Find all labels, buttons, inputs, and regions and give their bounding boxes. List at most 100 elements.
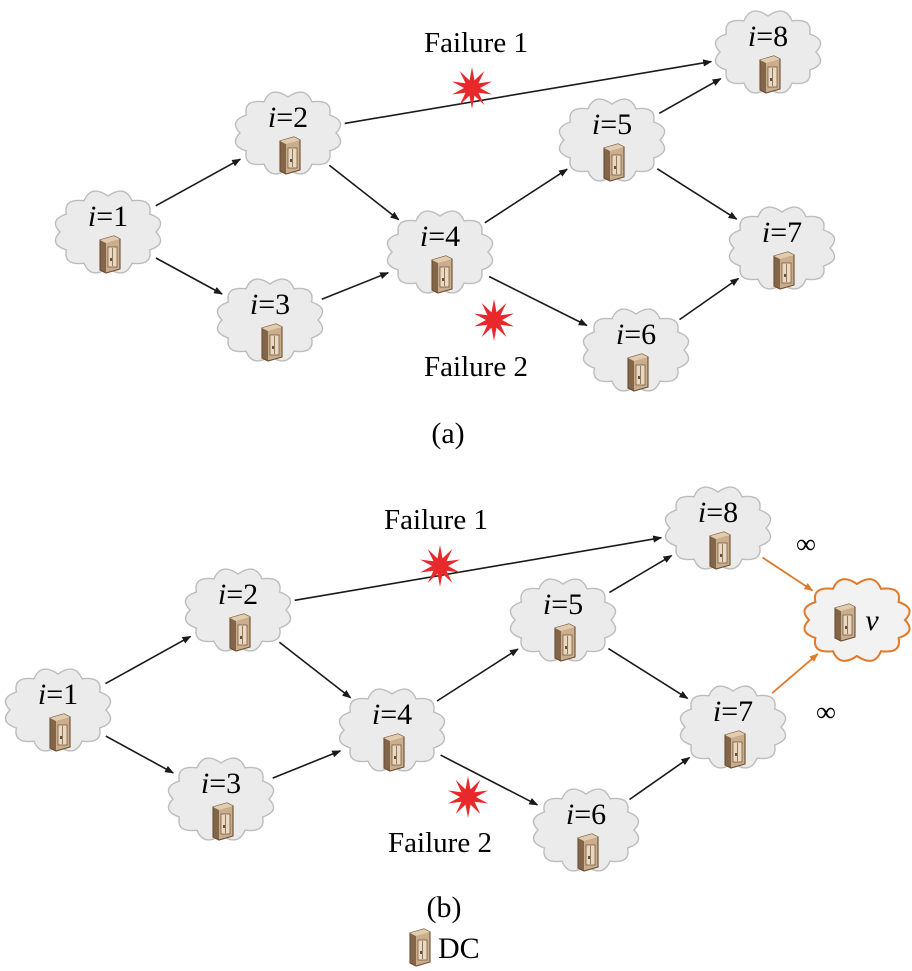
panel-b-failure-2-label: Failure 2 — [388, 827, 492, 859]
panel-a-failure-2-star-icon — [474, 299, 514, 341]
panel-b-server-icon-5 — [554, 623, 576, 662]
panel-a-node-label-1: i=1 — [88, 200, 128, 233]
panel-b-cloud-2 — [184, 568, 292, 652]
panel-b-node-6: i=6 — [532, 788, 640, 872]
panel-a-failure-2-label: Failure 2 — [424, 351, 528, 383]
panel-b-node-7: i=7 — [679, 685, 787, 769]
panel-b-edge-8-to-v — [762, 556, 814, 592]
panel-a-node-label-6: i=6 — [616, 318, 656, 351]
panel-a-server-icon-8 — [759, 55, 781, 94]
panel-b-edge-3-to-4 — [272, 750, 342, 779]
panel-a-cloud-4 — [386, 210, 494, 294]
panel-b-edge-6-to-7 — [629, 756, 691, 801]
panel-a-edge-5-to-7 — [656, 168, 738, 220]
panel-b-sink-server-icon — [834, 603, 856, 642]
panel-b-cloud-1 — [4, 668, 112, 752]
panel-a-cloud-7 — [728, 206, 836, 290]
panel-a-node-8: i=8 — [714, 10, 822, 94]
panel-b-edge-4-to-5 — [436, 648, 519, 702]
panel-b-node-8: i=8 — [664, 486, 772, 570]
panel-b-cloud-7 — [679, 685, 787, 769]
panel-a-cloud-2 — [234, 91, 342, 175]
panel-b-node-2: i=2 — [184, 568, 292, 652]
panel-a-node-label-5: i=5 — [592, 108, 632, 141]
panel-a-failure-1-star-icon — [452, 67, 492, 109]
failures-layer — [420, 67, 514, 818]
panel-b-edge-1-to-2 — [105, 635, 192, 685]
panel-b-server-icon-1 — [49, 713, 71, 752]
panel-a-cloud-3 — [216, 278, 324, 362]
panel-b-node-label-6: i=6 — [566, 798, 606, 831]
panel-a-server-icon-4 — [431, 255, 453, 294]
panel-a-edge-2-to-8 — [344, 59, 713, 125]
panel-b-capacity-label-8: ∞ — [796, 529, 816, 560]
panel-a-server-icon-7 — [773, 251, 795, 290]
panel-b-cloud-4 — [338, 688, 446, 772]
panel-b-failure-2-star-icon — [448, 776, 488, 818]
panel-a-node-5: i=5 — [558, 98, 666, 182]
legend-label: DC — [438, 932, 480, 965]
panel-a-edge-4-to-5 — [484, 168, 568, 224]
panel-a-edge-4-to-6 — [488, 275, 588, 327]
panel-a-node-2: i=2 — [234, 91, 342, 175]
panel-b-cloud-8 — [664, 486, 772, 570]
panel-b-edge-4-to-6 — [440, 754, 539, 806]
panel-b-edge-5-to-7 — [607, 647, 689, 700]
panel-a-node-4: i=4 — [386, 210, 494, 294]
panel-a-node-7: i=7 — [728, 206, 836, 290]
panel-a-node-label-2: i=2 — [268, 101, 308, 134]
panel-b-node-1: i=1 — [4, 668, 112, 752]
panel-a-server-icon-3 — [261, 323, 283, 362]
panel-b-server-icon-6 — [577, 833, 599, 872]
panel-a-cloud-6 — [582, 308, 690, 392]
panel-b-node-4: i=4 — [338, 688, 446, 772]
panel-a-server-icon-1 — [99, 235, 121, 274]
panel-b-failure-1-star-icon — [420, 545, 460, 587]
panel-a-node-3: i=3 — [216, 278, 324, 362]
panel-b-node-label-3: i=3 — [201, 767, 241, 800]
panel-b-cloud-3 — [167, 757, 275, 841]
panel-b-cloud-v — [803, 578, 911, 662]
panel-b-node-label-7: i=7 — [713, 695, 753, 728]
labels-layer: Failure 2 Failure 1 (a) Failure 2 Failure 1 ∞… — [384, 27, 836, 967]
legend-server-icon — [409, 928, 431, 967]
panel-a-edge-1-to-3 — [155, 257, 223, 295]
panel-a-edge-1-to-2 — [155, 158, 242, 207]
panel-b-failure-1-label: Failure 1 — [384, 504, 488, 536]
panel-a-cloud-5 — [558, 98, 666, 182]
panel-b-edge-7-to-v — [771, 653, 819, 694]
panel-b-capacity-label-7: ∞ — [816, 697, 836, 728]
panel-a-edge-5-to-8 — [658, 78, 722, 114]
nodes-layer: i=1 i=2 i=3 i=4 i=5 i=6 i=7 i=8 i=1 i=2 i=3 i=4 i=5 i… — [4, 10, 911, 872]
panel-a-server-icon-2 — [279, 136, 301, 175]
panel-a-edge-6-to-7 — [679, 277, 740, 321]
panel-a-node-1: i=1 — [54, 190, 162, 274]
panel-b-node-label-8: i=8 — [698, 496, 738, 529]
panel-b-server-icon-2 — [229, 613, 251, 652]
panel-b-node-3: i=3 — [167, 757, 275, 841]
panel-b-cloud-5 — [509, 578, 617, 662]
panel-a-server-icon-6 — [627, 353, 649, 392]
panel-b-server-icon-3 — [212, 802, 234, 841]
panel-b-caption: (b) — [427, 891, 462, 924]
panel-b-cloud-6 — [532, 788, 640, 872]
panel-b-edge-2-to-4 — [278, 641, 352, 699]
panel-b-node-v: v — [803, 578, 911, 662]
panel-a-failure-1-label: Failure 1 — [424, 27, 528, 59]
panel-a-node-6: i=6 — [582, 308, 690, 392]
panel-a-edge-3-to-4 — [321, 271, 390, 301]
panel-b-node-label-1: i=1 — [38, 678, 78, 711]
panel-a-cloud-8 — [714, 10, 822, 94]
panel-a-cloud-1 — [54, 190, 162, 274]
panel-b-edge-2-to-8 — [294, 535, 663, 602]
panel-a-server-icon-5 — [603, 143, 625, 182]
panel-b-server-icon-8 — [709, 531, 731, 570]
panel-b-node-label-2: i=2 — [218, 578, 258, 611]
panel-b-server-icon-7 — [724, 730, 746, 769]
panel-b-server-icon-4 — [383, 733, 405, 772]
panel-b-node-5: i=5 — [509, 578, 617, 662]
panel-a-caption: (a) — [431, 417, 464, 450]
panel-a-edge-2-to-4 — [328, 164, 400, 221]
panel-b-node-label-4: i=4 — [372, 698, 412, 731]
